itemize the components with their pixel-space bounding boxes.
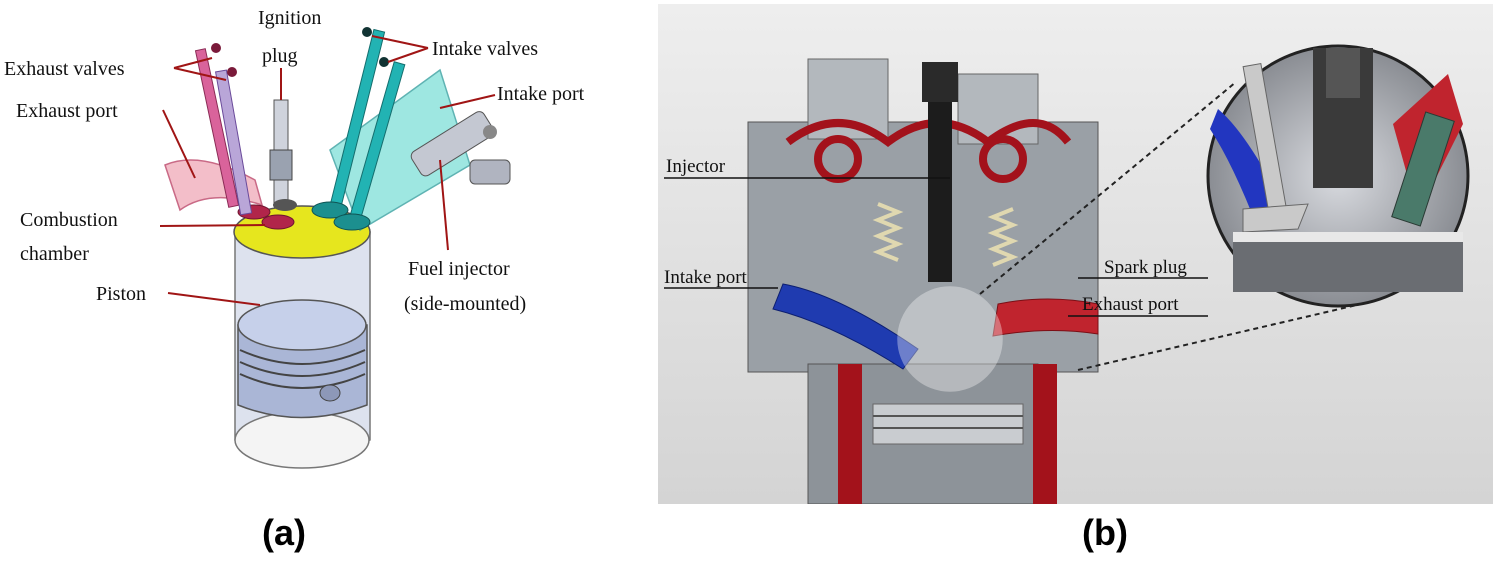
piston	[237, 299, 368, 419]
label-combustion-line2: chamber	[20, 243, 89, 265]
intake-valve-1	[311, 27, 386, 219]
caption-b: (b)	[1082, 512, 1128, 553]
label-exhaust-port: Exhaust port	[16, 100, 118, 122]
chamber-highlight	[897, 286, 1003, 392]
leader-lines-a	[159, 35, 496, 306]
zoom-leader-lines	[979, 81, 1362, 371]
label-fuel-injector-line2: (side-mounted)	[404, 293, 526, 315]
leader-lines-b	[664, 177, 1208, 317]
fuel-injector	[410, 111, 511, 185]
label-exhaust-port-b: Exhaust port	[1082, 294, 1179, 315]
intake-valve-2	[333, 57, 406, 231]
label-exhaust-valves: Exhaust valves	[4, 58, 125, 80]
zoom-inset	[1206, 44, 1470, 308]
engine-block	[747, 58, 1099, 504]
label-injector: Injector	[666, 156, 726, 177]
label-intake-valves: Intake valves	[432, 38, 538, 60]
injector-rod	[922, 62, 958, 282]
valve-springs	[872, 202, 1019, 267]
label-intake-port-b: Intake port	[664, 267, 748, 288]
label-fuel-injector-line1: Fuel injector	[408, 258, 510, 280]
panel-b-photo: Injector Intake port Spark plug Exhaust …	[658, 4, 1493, 504]
label-spark-plug: Spark plug	[1104, 257, 1187, 278]
exhaust-port-red	[992, 298, 1099, 337]
intake-port-blue	[772, 283, 919, 370]
caption-a: (a)	[262, 512, 306, 553]
label-piston: Piston	[96, 283, 146, 305]
exhaust-valve-2	[214, 67, 295, 230]
panel-a-diagram: Exhaust valves Exhaust port Ignition plu…	[0, 0, 640, 480]
label-ignition-plug-line1: Ignition	[258, 7, 321, 29]
exhaust-valve-1	[194, 43, 271, 220]
label-ignition-plug-line2: plug	[262, 45, 298, 67]
label-combustion-line1: Combustion	[20, 209, 118, 231]
label-intake-port: Intake port	[497, 83, 585, 105]
ignition-plug	[269, 99, 297, 211]
